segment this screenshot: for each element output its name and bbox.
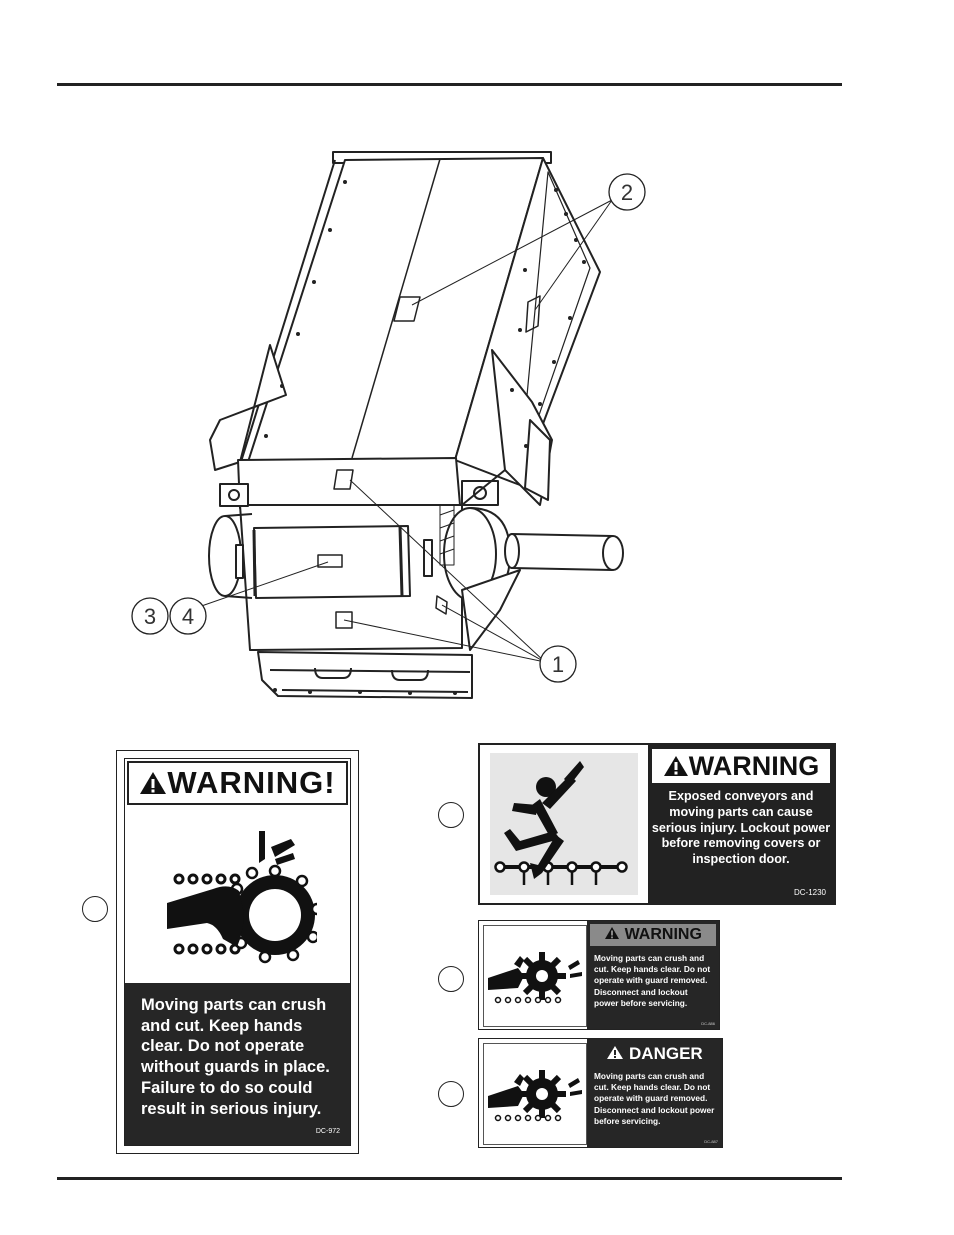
decal-danger-small: DANGER Moving parts can crush and cut. K… bbox=[478, 1038, 723, 1148]
gear-crush-hand-icon bbox=[488, 952, 582, 1004]
decal-message: Moving parts can crush and cut. Keep han… bbox=[594, 1071, 715, 1126]
warning-triangle-icon bbox=[140, 772, 167, 794]
decal-callout-circle bbox=[438, 1081, 464, 1107]
decal-message-panel: DANGER Moving parts can crush and cut. K… bbox=[587, 1039, 722, 1147]
decal-code: DC-1230 bbox=[793, 888, 826, 897]
decal-warning-small: WARNING Moving parts can crush and cut. … bbox=[478, 920, 720, 1030]
warning-triangle-icon bbox=[605, 927, 620, 939]
decal-callout-circle bbox=[438, 802, 464, 828]
decal-code: DC-886 bbox=[701, 1021, 715, 1026]
callout-2: 2 bbox=[621, 180, 633, 205]
decal-header: WARNING bbox=[590, 924, 716, 946]
decal-header: WARNING! bbox=[127, 761, 348, 805]
callout-3: 3 bbox=[144, 604, 156, 629]
chain-sprocket-hand-icon bbox=[167, 831, 317, 964]
decal-message: Moving parts can crush and cut. Keep han… bbox=[594, 953, 711, 1008]
decal-message: Exposed conveyors and moving parts can c… bbox=[651, 789, 831, 867]
decal-code: DC-887 bbox=[704, 1139, 718, 1144]
decal-header: WARNING bbox=[652, 749, 830, 783]
callout-1: 1 bbox=[552, 652, 564, 677]
decal-header: DANGER bbox=[590, 1042, 719, 1066]
decal-dc-1230: WARNING Exposed conveyors and moving par… bbox=[478, 743, 836, 905]
bottom-rule bbox=[57, 1177, 842, 1180]
callout-4: 4 bbox=[182, 604, 194, 629]
machine-drawing: 2 1 3 4 bbox=[131, 151, 646, 699]
decal-callout-circle bbox=[438, 966, 464, 992]
decal-callout-circle bbox=[82, 896, 108, 922]
decal-message-panel: WARNING Exposed conveyors and moving par… bbox=[648, 745, 834, 903]
decal-code: DC-972 bbox=[315, 1128, 340, 1135]
decal-message-panel: Moving parts can crush and cut. Keep han… bbox=[125, 983, 350, 1145]
decal-dc-972: WARNING! Moving parts can crush bbox=[116, 750, 359, 1154]
top-rule bbox=[57, 83, 842, 86]
warning-triangle-icon bbox=[607, 1046, 624, 1059]
person-falling-conveyor-icon bbox=[490, 753, 638, 895]
gear-crush-hand-icon bbox=[488, 1070, 582, 1122]
decal-message-panel: WARNING Moving parts can crush and cut. … bbox=[587, 921, 719, 1029]
decal-message: Moving parts can crush and cut. Keep han… bbox=[141, 996, 330, 1118]
warning-triangle-icon bbox=[663, 756, 688, 776]
